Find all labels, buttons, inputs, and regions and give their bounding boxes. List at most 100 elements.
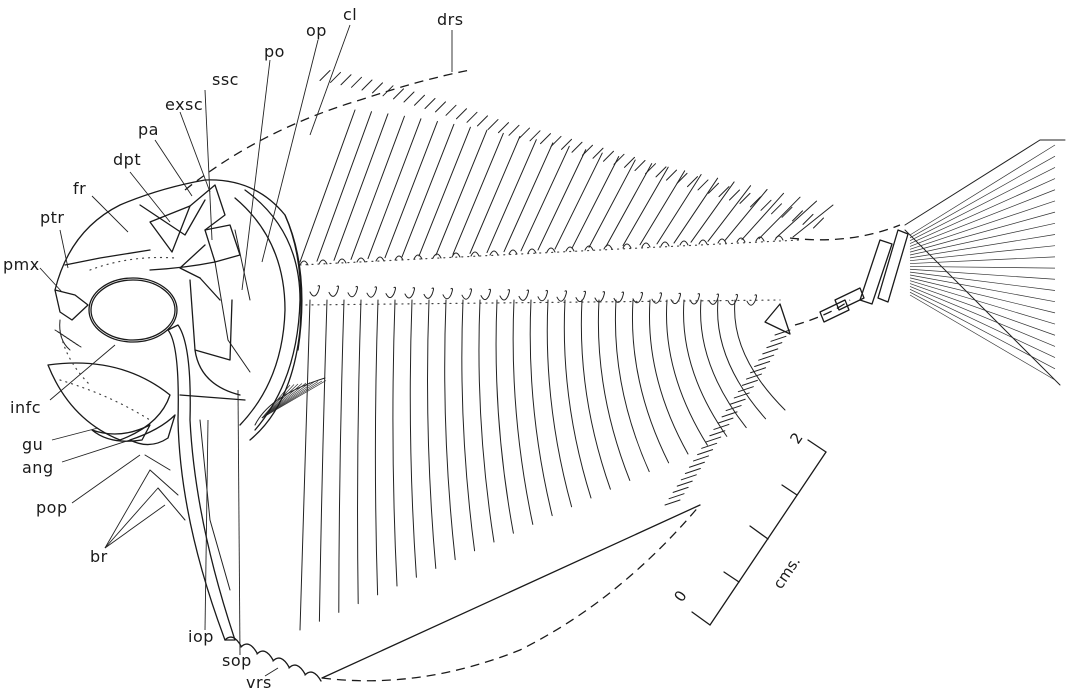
dorsal-fin-ray — [436, 102, 446, 112]
caudal-ray — [910, 292, 1055, 369]
dorsal-radials — [320, 71, 824, 229]
vertebra-centrum — [747, 295, 757, 305]
ventral-scute — [305, 672, 321, 681]
vertebra-process — [319, 260, 327, 264]
anal-fin-ray — [742, 380, 757, 385]
vertebra-process — [376, 257, 384, 261]
dorsal-fin-ray — [467, 112, 477, 122]
caudal-ray — [910, 272, 1055, 290]
vertebra-centrum — [443, 288, 453, 298]
caudal-ray — [910, 284, 1055, 336]
vertebra-centrum — [405, 288, 415, 298]
anal-radial — [581, 300, 610, 489]
dorsal-radial — [691, 182, 734, 242]
anal-radial — [735, 300, 785, 410]
dorsal-fin-ray — [394, 89, 404, 99]
anal-fin-ray — [710, 431, 725, 436]
vertebra-centrum — [367, 287, 377, 297]
dorsal-radial — [759, 197, 800, 239]
vertebra-process — [737, 238, 745, 242]
label-ang: ang — [22, 458, 54, 477]
anal-fin-rays — [665, 330, 790, 505]
dorsal-radial — [351, 116, 404, 259]
dorsal-fin-ray — [562, 139, 572, 149]
vertebra-centrum — [576, 291, 586, 301]
caudal-ray — [910, 266, 1055, 268]
anal-fin-ray — [771, 336, 786, 341]
dorsal-radial — [385, 122, 437, 258]
label-vrs: vrs — [246, 673, 272, 691]
anal-fin-ray — [685, 469, 700, 474]
anal-fin-ray — [689, 462, 704, 467]
dorsal-radial — [606, 164, 652, 247]
dorsal-fin-ray — [730, 190, 740, 200]
anal-radial — [445, 300, 456, 560]
anal-radial — [339, 300, 344, 612]
dorsal-fin-ray — [698, 180, 708, 190]
vertebra-process — [433, 254, 441, 258]
label-infc: infc — [10, 398, 41, 417]
anal-radial — [701, 300, 747, 428]
anal-radial — [462, 300, 475, 551]
dorsal-fin-rays — [300, 110, 833, 262]
vertebra-centrum — [310, 286, 320, 296]
dorsal-fin-ray — [803, 214, 813, 224]
anal-fin-ray — [730, 399, 745, 404]
vertebra-centrum — [614, 292, 624, 302]
caudal-ray — [910, 223, 1055, 255]
anal-fin-ray — [698, 450, 713, 455]
label-gu: gu — [22, 435, 43, 454]
vertebra-process — [509, 250, 517, 254]
label-pop: pop — [36, 498, 68, 517]
vertebra-centrum — [481, 289, 491, 299]
anal-fin-ray — [706, 437, 721, 442]
dorsal-fin-ray — [425, 99, 435, 109]
dorsal-radial — [300, 110, 355, 262]
dorsal-fin-ray — [635, 161, 645, 171]
leader-lines — [40, 25, 452, 676]
label-ptr: ptr — [40, 208, 65, 227]
anal-radial — [547, 300, 571, 507]
caudal-peduncle-dorsal — [790, 225, 900, 240]
dermopterotic — [150, 206, 190, 252]
anal-fin-ray — [718, 418, 733, 423]
vertebra-centrum — [519, 290, 529, 300]
anal-fin-ray — [746, 374, 761, 379]
caudal-peduncle-ventral — [795, 300, 850, 325]
dorsal-fin-ray — [530, 131, 540, 141]
anal-radial — [358, 300, 361, 604]
dorsal-fin-ray — [593, 148, 603, 158]
dorsal-radial — [742, 193, 784, 239]
dorsal-radial — [657, 174, 701, 243]
label-po: po — [264, 42, 285, 61]
vertebra-centrum — [500, 290, 510, 300]
orbit — [91, 280, 175, 340]
caudal-fin — [765, 140, 1065, 385]
pectoral-ray — [262, 381, 326, 419]
head-skeleton — [48, 180, 302, 640]
vertebra-centrum — [424, 288, 434, 298]
label-pmx: pmx — [3, 255, 40, 274]
vertebrae-ventral-row — [310, 286, 757, 306]
caudal-ray — [910, 156, 1055, 238]
anal-fin-radials — [300, 300, 785, 630]
hypural-plates — [765, 230, 908, 334]
label-exsc: exsc — [165, 95, 203, 114]
vertebra-centrum — [728, 294, 738, 304]
anal-fin-ray — [755, 361, 770, 366]
dorsal-radial — [334, 114, 388, 260]
vertebra-process — [699, 240, 707, 244]
scale-unit-label: cms. — [769, 553, 804, 592]
label-ssc: ssc — [212, 70, 239, 89]
anal-fin-ray — [759, 355, 774, 360]
anal-fin-ray — [677, 481, 692, 486]
dorsal-radial — [674, 178, 718, 243]
scale-bar: 0 2 cms. — [670, 429, 826, 625]
vertebra-process — [718, 239, 726, 243]
anal-radial — [496, 300, 513, 533]
dorsal-fin-ray — [541, 134, 551, 144]
dorsal-fin-ray — [415, 95, 425, 105]
vertebrae-dorsal-row — [300, 236, 783, 265]
tooth — [76, 344, 81, 347]
anal-fin-ray — [673, 487, 688, 492]
